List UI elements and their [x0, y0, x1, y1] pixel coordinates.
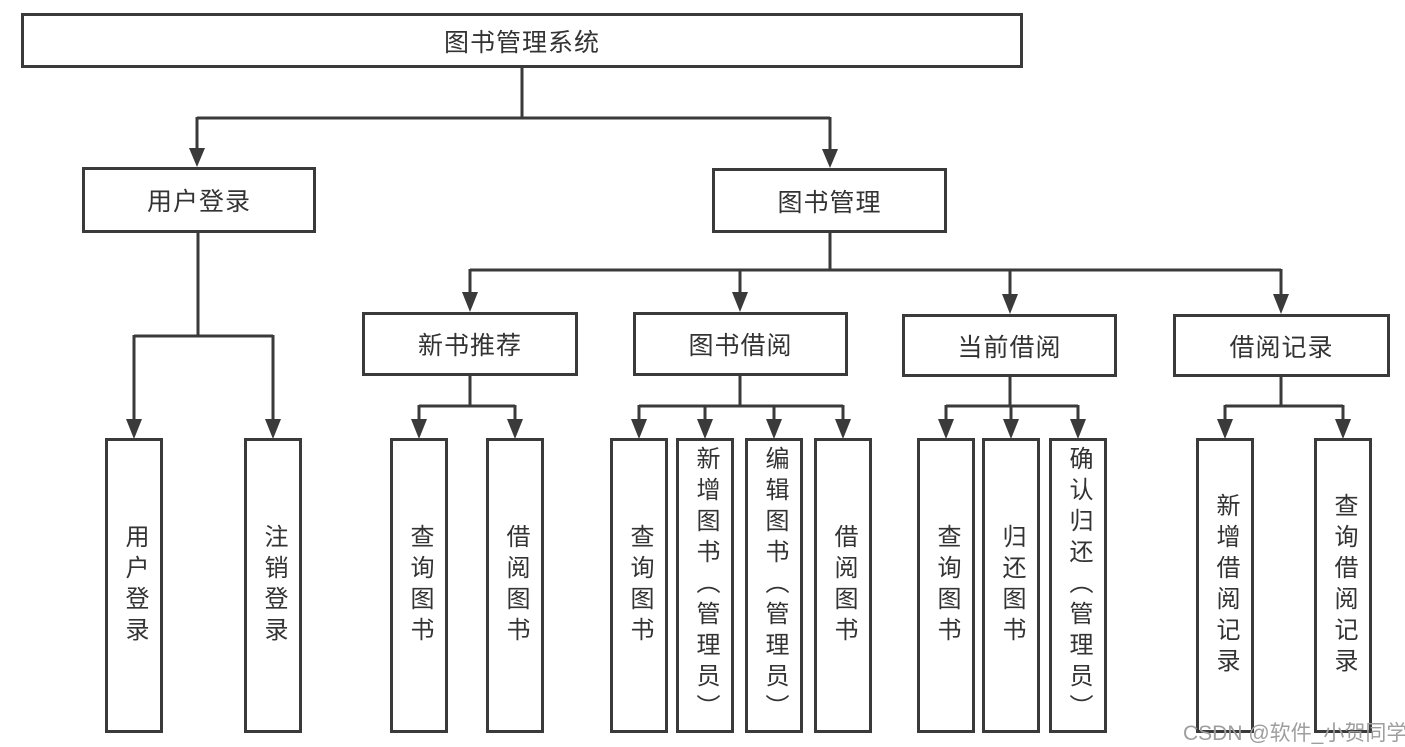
node-borrow-record-label: 借阅记录	[1229, 333, 1334, 362]
leaf-query-book-recommend: 查询图书	[390, 438, 448, 733]
leaf-add-book-admin-label: 新增图书（管理员）	[692, 446, 719, 725]
node-book-borrow-label: 图书借阅	[688, 332, 793, 360]
leaf-query-borrow-record-label: 查询借阅记录	[1330, 492, 1357, 679]
leaf-add-borrow-record-label: 新增借阅记录	[1212, 492, 1239, 679]
leaf-query-book-current-label: 查询图书	[933, 523, 960, 648]
arrowhead	[1273, 294, 1289, 314]
arrowhead	[766, 419, 782, 439]
leaf-query-book-recommend-label: 查询图书	[406, 523, 433, 648]
leaf-logout-login: 注销登录	[244, 438, 302, 733]
arrowhead	[1335, 419, 1351, 439]
arrowhead	[1070, 419, 1086, 439]
arrowhead	[1002, 294, 1018, 314]
arrowhead	[507, 419, 523, 439]
node-current-borrow-label: 当前借阅	[957, 333, 1062, 362]
node-borrow-record: 借阅记录	[1173, 314, 1390, 377]
connector-root-to-level2	[189, 66, 838, 168]
node-user-login-label: 用户登录	[146, 188, 251, 216]
leaf-add-borrow-record: 新增借阅记录	[1196, 438, 1254, 733]
connector-newbookrec-to-leaves	[411, 375, 523, 439]
leaf-borrow-book-borrow-label: 借阅图书	[830, 523, 857, 648]
leaf-borrow-book-borrow: 借阅图书	[814, 438, 872, 733]
node-book-management-label: 图书管理	[777, 188, 882, 217]
leaf-confirm-return-admin-label: 确认归还（管理员）	[1065, 446, 1092, 725]
leaf-borrow-book-recommend-label: 借阅图书	[502, 523, 529, 648]
arrowhead	[631, 419, 647, 439]
arrowhead	[697, 419, 713, 439]
arrowhead	[1003, 419, 1019, 439]
connector-currentborrow-to-leaves	[938, 377, 1086, 439]
leaf-return-book-label: 归还图书	[998, 523, 1025, 648]
node-user-login: 用户登录	[82, 167, 316, 233]
node-new-book-recommend: 新书推荐	[362, 312, 578, 376]
connector-bookborrow-to-leaves	[631, 375, 851, 439]
leaf-borrow-book-recommend: 借阅图书	[486, 438, 544, 733]
csdn-watermark: CSDN @软件_小贺同学	[1183, 722, 1405, 745]
leaf-user-login: 用户登录	[105, 438, 163, 733]
node-root: 图书管理系统	[21, 13, 1023, 68]
leaf-edit-book-admin: 编辑图书（管理员）	[745, 438, 803, 733]
leaf-query-borrow-record: 查询借阅记录	[1314, 438, 1372, 733]
node-book-management: 图书管理	[712, 168, 947, 233]
connector-borrowrecord-to-leaves	[1217, 377, 1351, 439]
arrowhead	[189, 148, 205, 167]
connector-userlogin-to-leaves	[126, 233, 281, 439]
leaf-query-book-borrow: 查询图书	[610, 438, 668, 733]
leaf-edit-book-admin-label: 编辑图书（管理员）	[761, 446, 788, 725]
leaf-add-book-admin: 新增图书（管理员）	[676, 438, 734, 733]
leaf-return-book: 归还图书	[982, 438, 1040, 733]
leaf-query-book-borrow-label: 查询图书	[626, 523, 653, 648]
leaf-confirm-return-admin: 确认归还（管理员）	[1049, 438, 1107, 733]
arrowhead	[462, 292, 478, 312]
arrowhead	[126, 419, 142, 439]
leaf-query-book-current: 查询图书	[917, 438, 975, 733]
node-new-book-recommend-label: 新书推荐	[417, 332, 522, 360]
arrowhead	[265, 419, 281, 439]
arrowhead	[411, 419, 427, 439]
arrowhead	[822, 149, 838, 168]
node-book-borrow: 图书借阅	[633, 312, 848, 376]
node-root-label: 图书管理系统	[443, 28, 600, 57]
node-current-borrow: 当前借阅	[902, 314, 1117, 377]
leaf-logout-login-label: 注销登录	[260, 523, 287, 648]
leaf-user-login-label: 用户登录	[121, 523, 148, 648]
arrowhead	[1217, 419, 1233, 439]
connector-bookmgmt-to-level3	[462, 233, 1289, 314]
arrowhead	[732, 292, 748, 312]
arrowhead	[835, 419, 851, 439]
arrowhead	[938, 419, 954, 439]
